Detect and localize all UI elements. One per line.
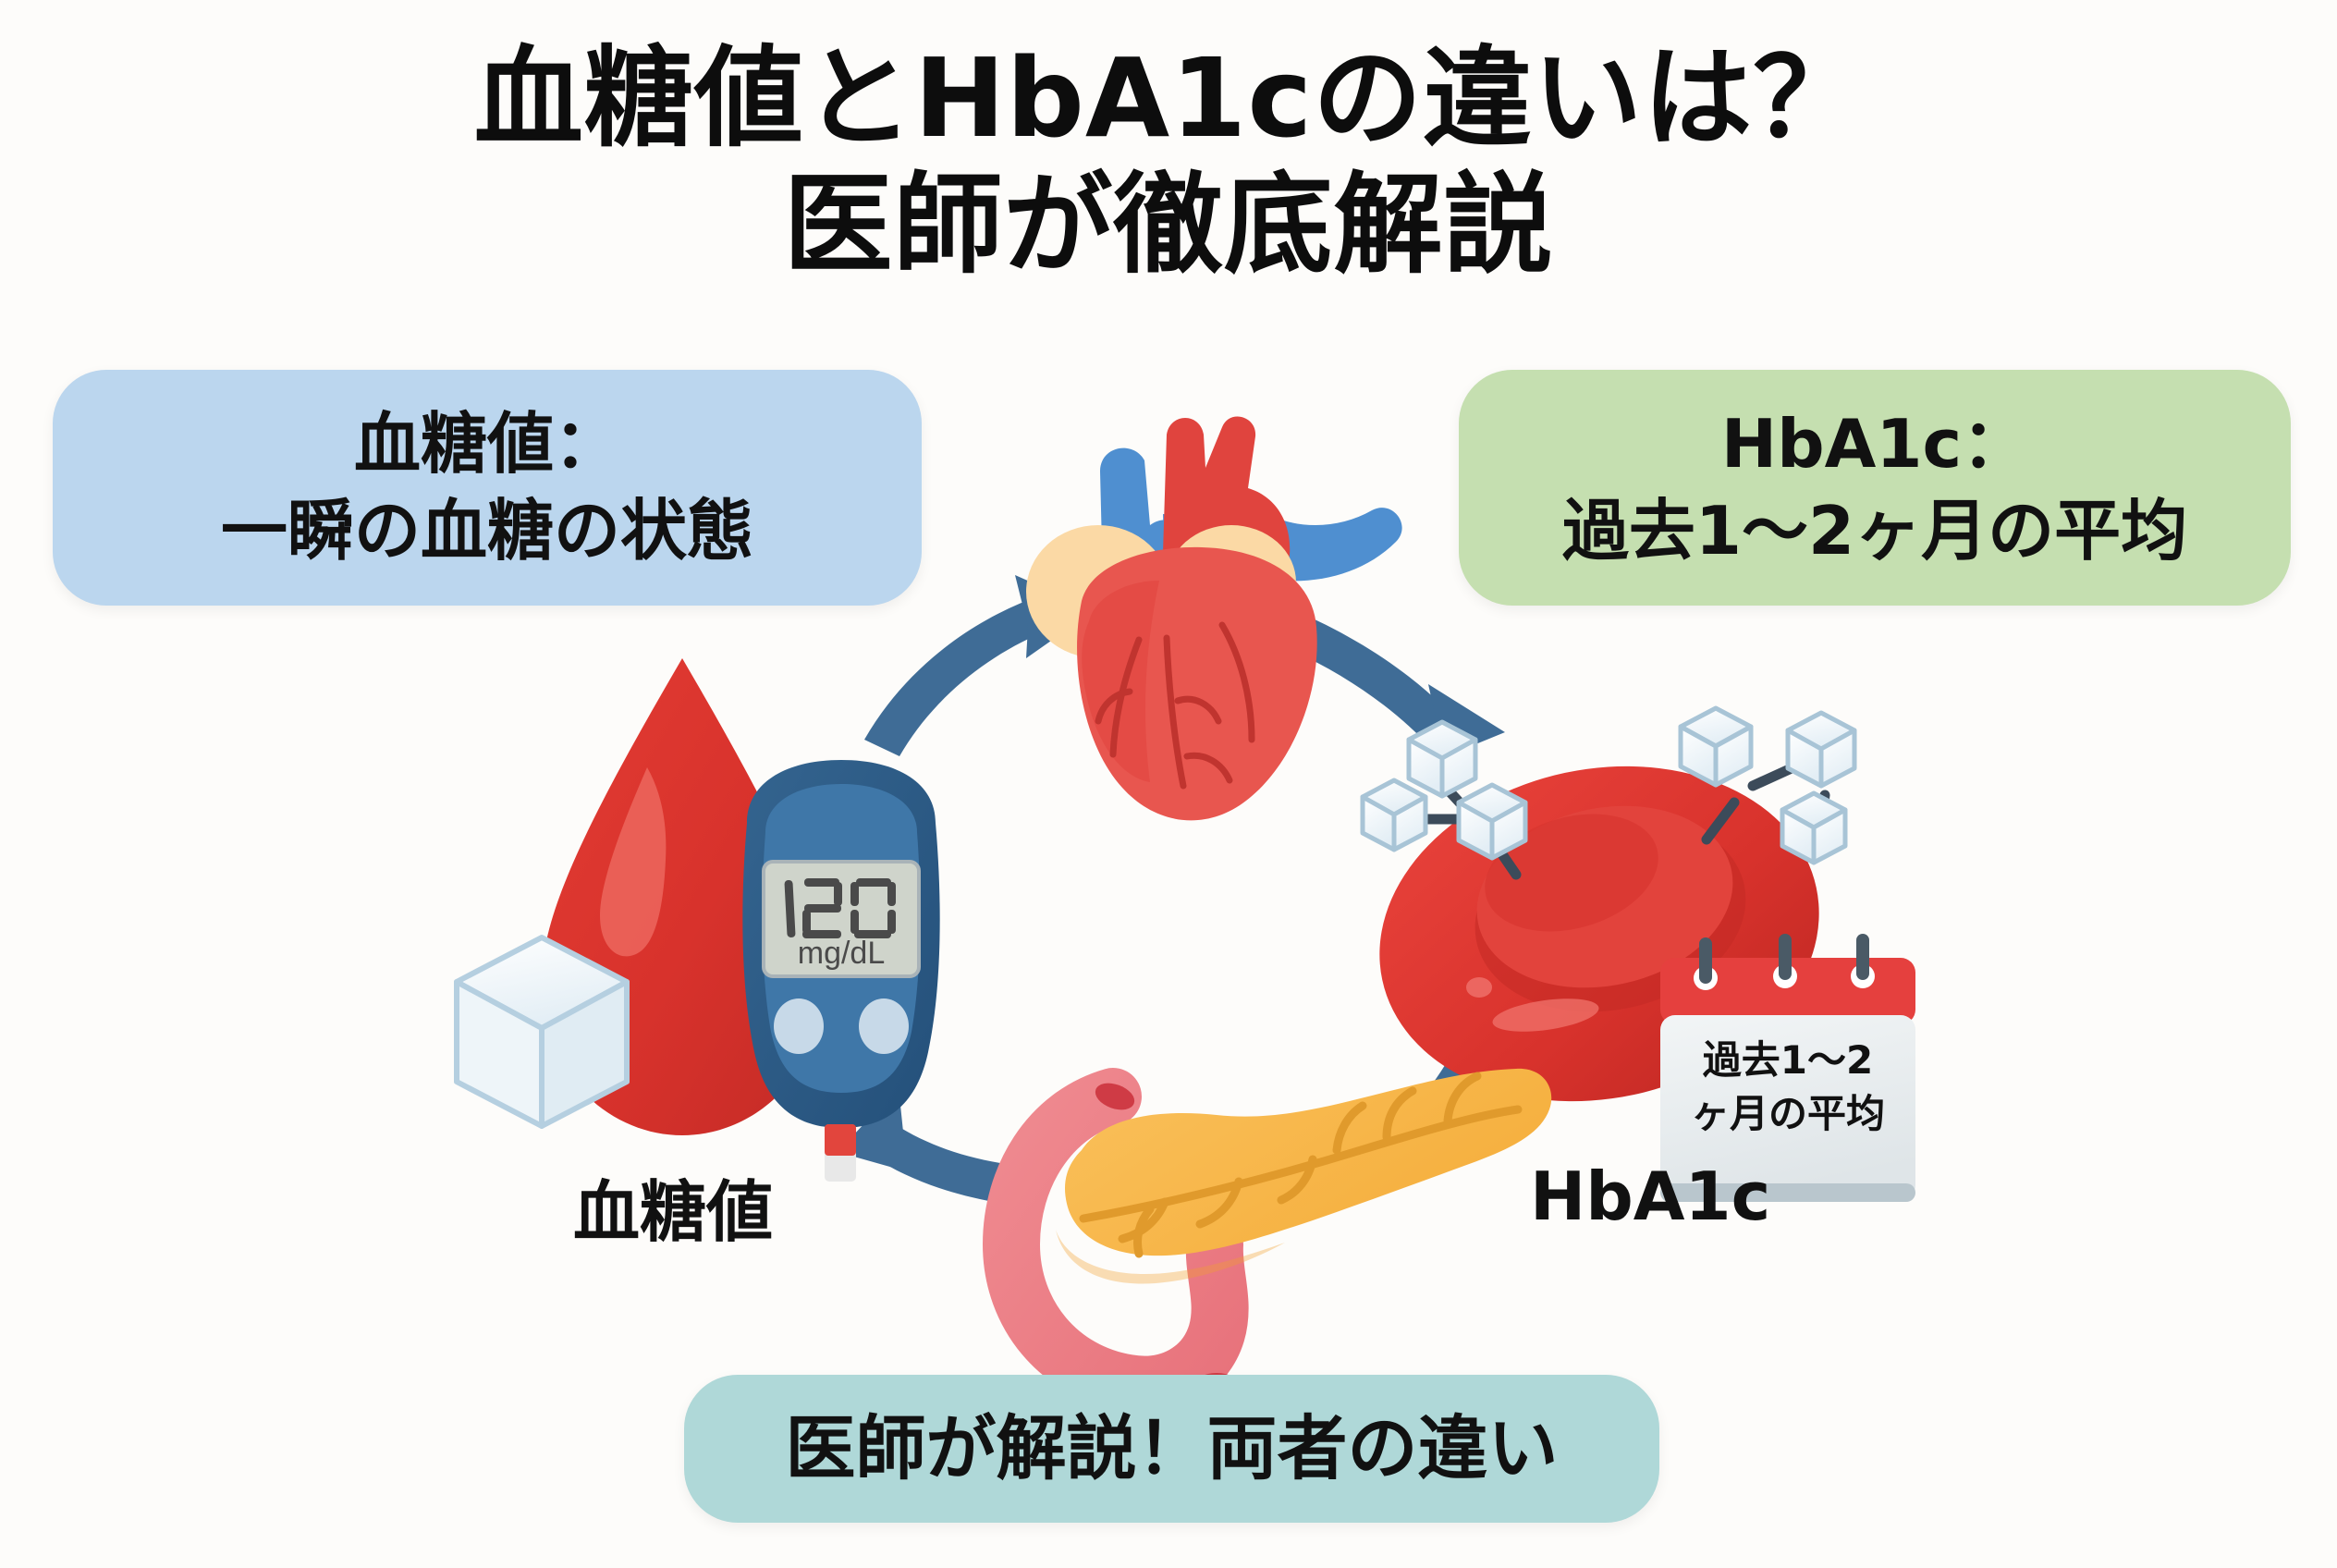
- callout-hba1c-line-1: HbA1c：: [1720, 404, 2029, 483]
- callout-blood-glucose: 血糖値： 一瞬の血糖の状態: [53, 370, 922, 606]
- arrow-pancreas-to-drop: [838, 1087, 1000, 1202]
- diagram-label-hba1c: HbA1c: [1530, 1158, 1771, 1235]
- callout-doctor-explains: 医師が解説！両者の違い: [684, 1375, 1659, 1523]
- glucose-molecule-icon: [1360, 705, 1857, 880]
- cycle-arrows: [838, 575, 1505, 1213]
- blood-drop-icon: [542, 658, 823, 1135]
- page-title: 血糖値とHbA1cの違いは？ 医師が徹底解説: [0, 35, 2337, 288]
- diagram-label-blood-glucose: 血糖値: [573, 1173, 774, 1251]
- callout-hba1c: HbA1c： 過去1〜2ヶ月の平均: [1459, 370, 2291, 606]
- heart-icon: [1026, 416, 1402, 821]
- page-title-line-2: 医師が徹底解説: [783, 160, 1554, 288]
- page-title-line-1: 血糖値とHbA1cの違いは？: [473, 34, 1864, 162]
- pancreas-icon: [982, 1068, 1552, 1414]
- sugar-cube-icon: [454, 935, 630, 1129]
- glucometer-unit-label: mg/dL: [797, 936, 886, 971]
- callout-hba1c-line-2: 過去1〜2ヶ月の平均: [1561, 491, 2188, 570]
- arrow-rbc-to-pancreas: [1292, 1054, 1484, 1213]
- glucometer-reading-digits: [784, 878, 896, 938]
- calendar-text-line-2: ヶ月の平均: [1690, 1090, 1885, 1136]
- callout-doctor-explains-line-1: 医師が解説！両者の違い: [785, 1407, 1559, 1490]
- calendar-text: 過去1〜2 ヶ月の平均: [1664, 1034, 1912, 1141]
- callout-blood-glucose-line-2: 一瞬の血糖の状態: [220, 491, 753, 570]
- arrow-drop-to-heart: [864, 575, 1095, 756]
- arrow-heart-to-rbc: [1281, 610, 1505, 766]
- calendar-text-line-1: 過去1〜2: [1702, 1037, 1874, 1083]
- callout-blood-glucose-line-1: 血糖値：: [353, 404, 620, 483]
